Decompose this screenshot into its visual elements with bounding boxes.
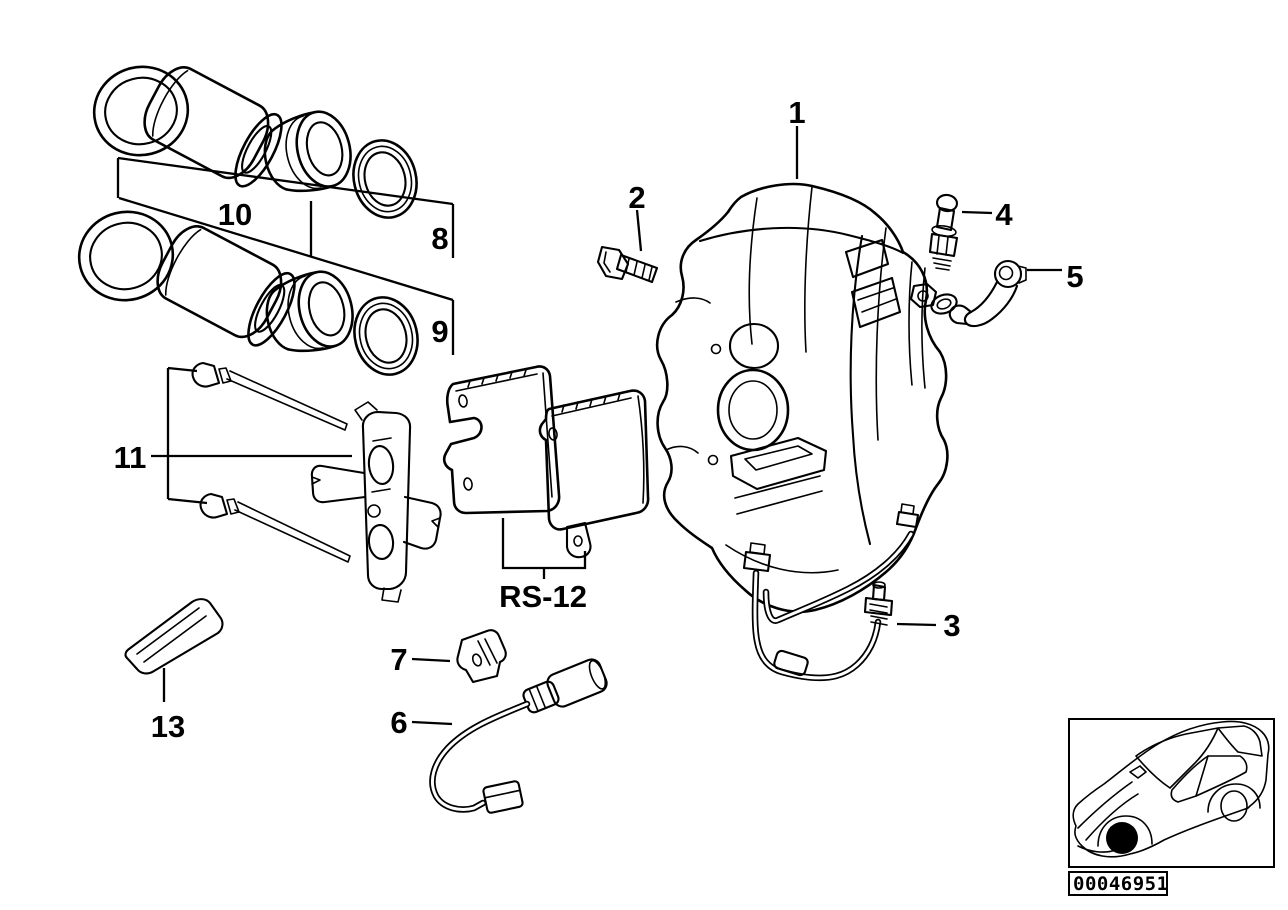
image-number: 00046951 [1073, 873, 1169, 895]
pad-wear-sensor [411, 658, 608, 814]
banjo-bolt [909, 282, 958, 315]
dust-seal-1 [352, 139, 418, 219]
leader-line-4 [961, 210, 993, 215]
leader-line-2 [635, 209, 643, 252]
brake-hose [742, 530, 937, 682]
part-label-1: 1 [788, 95, 805, 130]
part-label-10: 10 [218, 197, 252, 232]
part-label-7: 7 [390, 642, 407, 677]
pad-kit-label: RS-12 [499, 579, 587, 614]
part-label-8: 8 [431, 221, 448, 256]
caliper-hose-fitting [895, 503, 920, 529]
brake-caliper-body [655, 126, 958, 614]
leader-line-7 [411, 657, 451, 663]
image-number-plate: 00046951 [1068, 871, 1169, 896]
car-location-inset: 00046951 [1068, 718, 1275, 896]
bleeder-valve [928, 193, 993, 271]
guide-pin-1 [191, 361, 348, 431]
o-ring-seal-1 [92, 65, 190, 157]
mounting-bolt [596, 209, 659, 284]
part-label-2: 2 [628, 180, 645, 215]
car-icon [1072, 720, 1270, 858]
grease-packet [124, 598, 224, 702]
piston-seal-kit-row-1 [92, 65, 418, 219]
part-label-11: 11 [114, 440, 147, 475]
bracket-11 [151, 366, 352, 505]
bracket-9-10 [118, 196, 455, 355]
bracket-rs12 [501, 518, 587, 579]
brake-pad-right [538, 389, 650, 559]
part-label-3: 3 [943, 608, 960, 643]
anti-rattle-spring [310, 401, 442, 603]
piston-seal-kit-row-2 [77, 210, 419, 376]
leader-line-3 [896, 622, 937, 627]
sensor-clip [411, 629, 507, 684]
dust-seal-2 [353, 296, 419, 376]
caliper-piston-1 [143, 66, 283, 188]
retaining-clip [948, 259, 1062, 328]
brake-pad-left [442, 365, 561, 515]
wheel-location-dot [1106, 822, 1138, 854]
mirror [1129, 765, 1147, 779]
part-label-6: 6 [390, 705, 407, 740]
guide-boot-1 [263, 110, 352, 193]
bracket-8 [116, 156, 455, 258]
guide-pin-2 [199, 492, 351, 563]
part-label-4: 4 [995, 197, 1013, 232]
part-label-5: 5 [1066, 259, 1083, 294]
part-label-9: 9 [431, 314, 448, 349]
leader-line-6 [411, 720, 453, 726]
guide-boot-2 [265, 270, 354, 353]
part-label-13: 13 [151, 709, 185, 744]
